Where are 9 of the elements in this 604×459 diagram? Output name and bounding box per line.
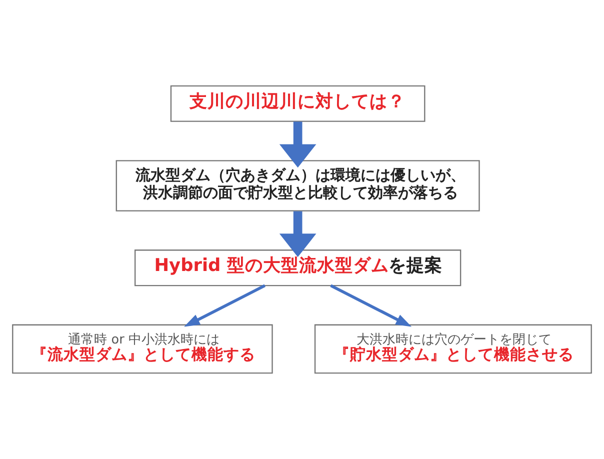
node-box: 流水型ダム（穴あきダム）は環境には優しいが、洪水調節の面で貯水型と比較して効率が落ちる xyxy=(116,160,480,212)
node-box: 大洪水時には穴のゲートを閉じて 『貯水型ダム』として機能させる xyxy=(314,324,592,374)
arrow xyxy=(279,211,316,258)
arrow xyxy=(279,122,316,168)
node-box: Hybrid 型の大型流水型ダムを提案 xyxy=(134,250,462,286)
arrow xyxy=(184,284,266,327)
node-box: 通常時 or 中小洪水時には 『流水型ダム』として機能する xyxy=(12,324,273,374)
node-box: 支川の川辺川に対しては？ xyxy=(170,85,426,122)
arrow xyxy=(330,284,412,327)
